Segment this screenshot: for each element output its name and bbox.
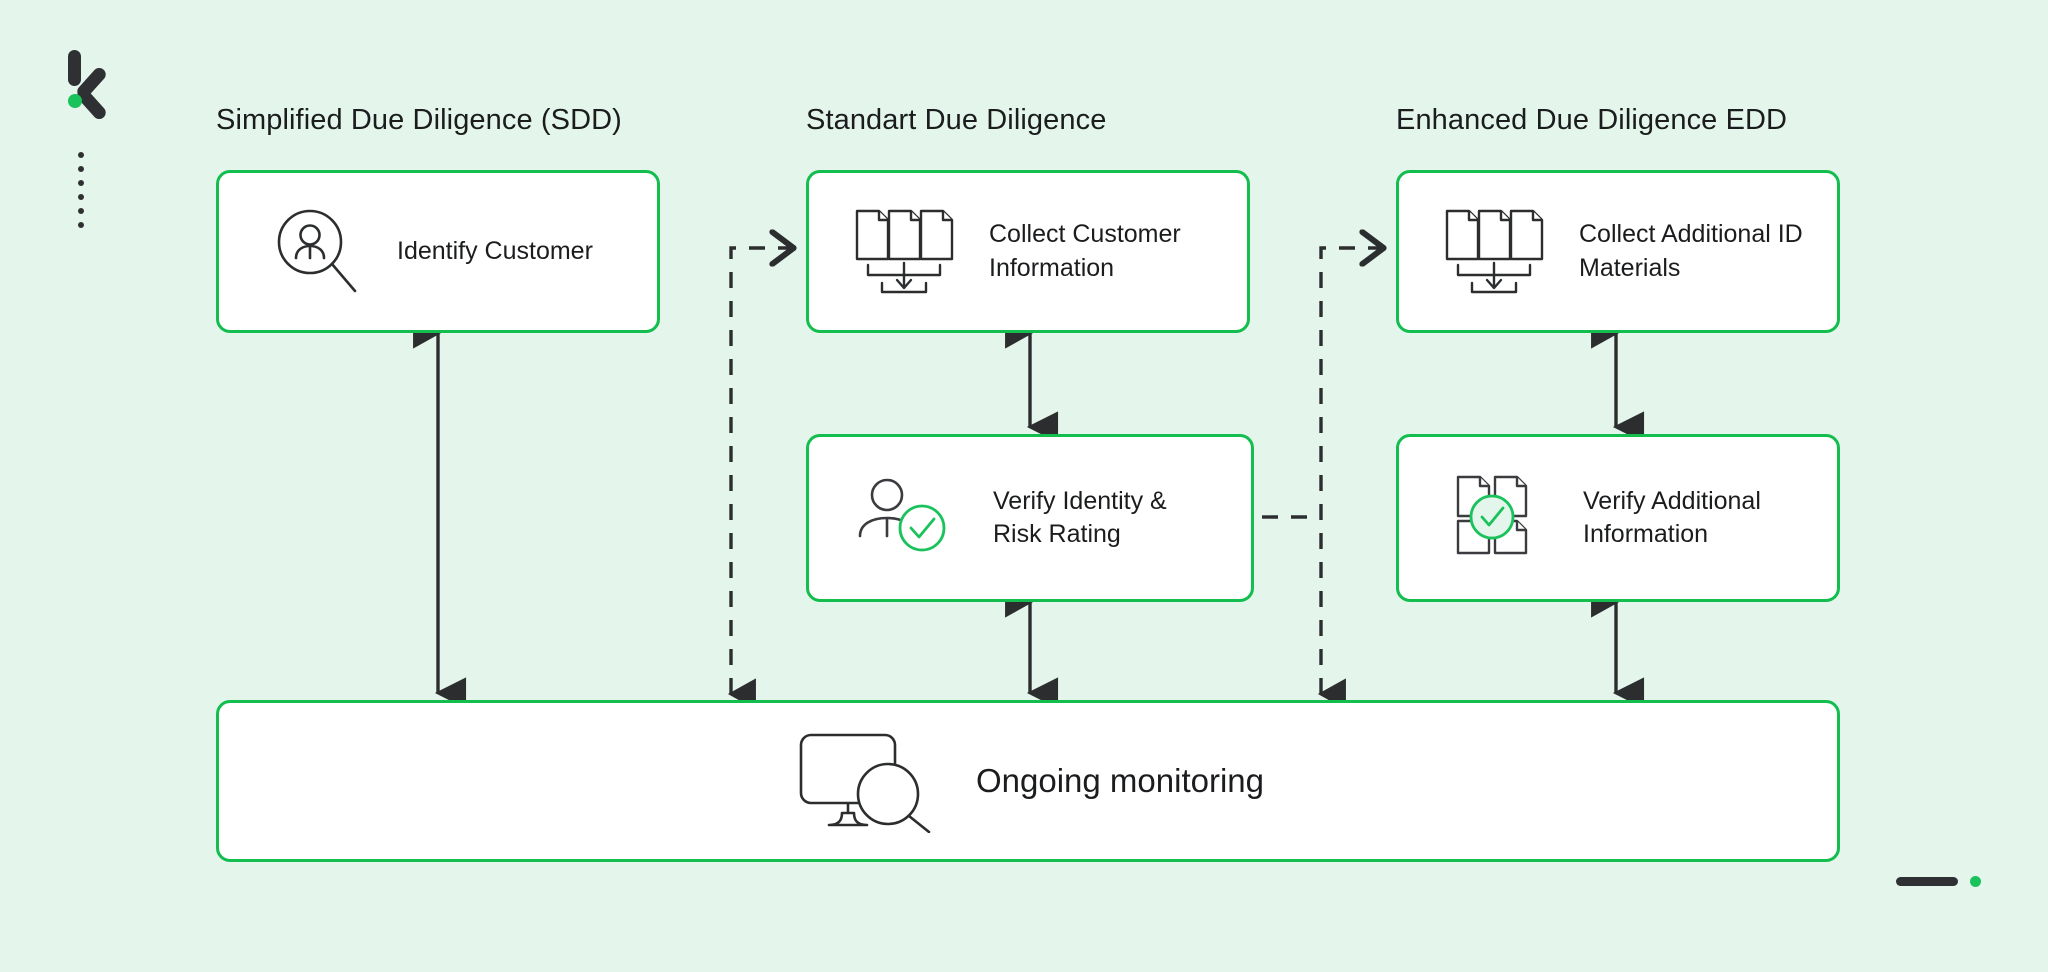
- card-label: Verify Identity & Risk Rating: [993, 486, 1167, 548]
- person-magnifier-icon: [263, 202, 371, 302]
- card-label: Verify Additional Information: [1583, 486, 1761, 548]
- documents-check-icon: [1441, 471, 1551, 565]
- card-label: Collect Customer Information: [989, 220, 1181, 282]
- column-header-standard: Standart Due Diligence: [806, 104, 1107, 136]
- card-collect-customer-information[interactable]: Collect Customer Information: [806, 170, 1250, 333]
- card-collect-additional-id-materials[interactable]: Collect Additional ID Materials: [1396, 170, 1840, 333]
- decorative-dark-bar: [1896, 877, 1958, 886]
- decorative-dot-column: [78, 152, 86, 228]
- decorative-green-dot: [1970, 876, 1981, 887]
- logo-green-dot: [68, 94, 82, 108]
- card-label: Ongoing monitoring: [975, 762, 1264, 800]
- person-check-icon: [851, 475, 961, 561]
- card-verify-identity-risk-rating[interactable]: Verify Identity & Risk Rating: [806, 434, 1254, 602]
- card-label: Identify Customer: [397, 236, 593, 265]
- monitor-magnifier-icon: [792, 729, 942, 833]
- connector-sdd-branch-to-std-collect: [731, 248, 791, 694]
- logo-bar-shape: [68, 50, 81, 86]
- documents-collect-icon: [849, 205, 959, 299]
- card-label: Collect Additional ID Materials: [1579, 220, 1803, 282]
- card-verify-additional-information[interactable]: Verify Additional Information: [1396, 434, 1840, 602]
- documents-collect-icon: [1439, 205, 1549, 299]
- card-identify-customer[interactable]: Identify Customer: [216, 170, 660, 333]
- column-header-sdd: Simplified Due Diligence (SDD): [216, 104, 622, 136]
- decorative-bar-dot: [1896, 874, 2006, 890]
- k-logo: [58, 50, 114, 122]
- column-header-edd: Enhanced Due Diligence EDD: [1396, 104, 1788, 136]
- card-ongoing-monitoring[interactable]: Ongoing monitoring: [216, 700, 1840, 862]
- connector-std-branch-to-edd-collect: [1321, 248, 1381, 694]
